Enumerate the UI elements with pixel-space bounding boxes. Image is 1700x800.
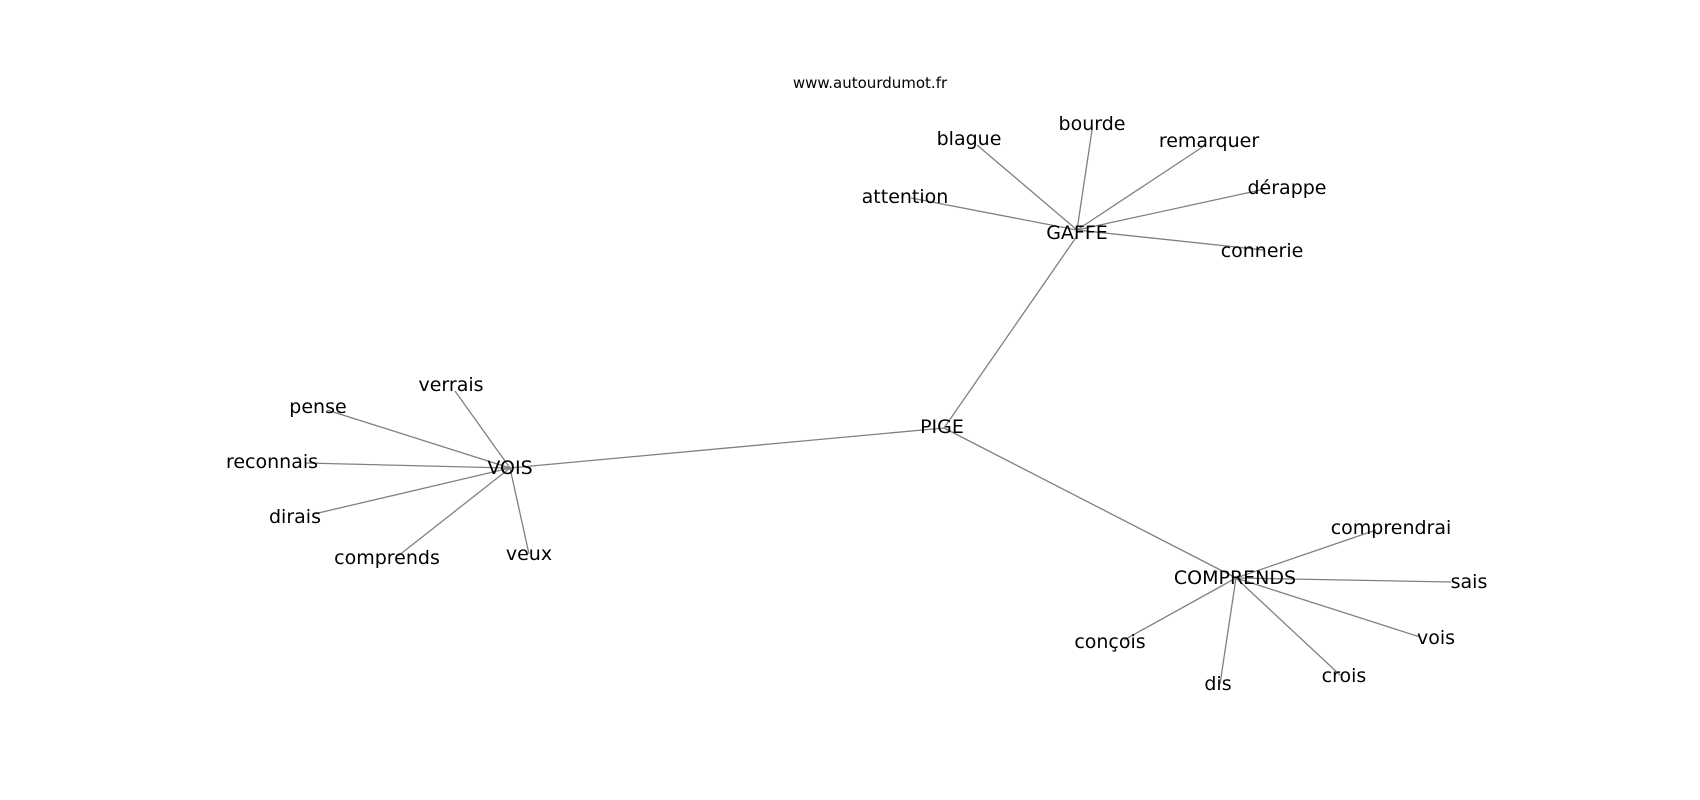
edge-hub-comprends-to-comprends-comprendrai: [1235, 529, 1377, 579]
node-comprends-comprendrai[interactable]: comprendrai: [1331, 517, 1452, 539]
node-hub-comprends[interactable]: COMPRENDS: [1174, 567, 1296, 589]
edge-center-to-hub-gaffe: [943, 235, 1078, 429]
site-watermark: www.autourdumot.fr: [793, 74, 948, 92]
edge-hub-vois-to-vois-pense: [326, 409, 511, 469]
edge-hub-comprends-to-comprends-dis: [1219, 577, 1237, 685]
node-hub-gaffe[interactable]: GAFFE: [1046, 222, 1108, 244]
edge-hub-vois-to-vois-comprends: [397, 467, 511, 557]
node-comprends-crois[interactable]: crois: [1322, 665, 1367, 687]
edge-hub-vois-to-vois-reconnais: [304, 462, 511, 469]
node-gaffe-blague[interactable]: blague: [937, 128, 1002, 150]
node-vois-reconnais[interactable]: reconnais: [226, 451, 318, 473]
node-vois-pense[interactable]: pense: [289, 396, 346, 418]
node-comprends-dis[interactable]: dis: [1204, 673, 1231, 695]
node-center[interactable]: PIGE: [920, 416, 964, 438]
node-gaffe-bourde[interactable]: bourde: [1059, 113, 1126, 135]
edge-hub-comprends-to-comprends-vois: [1235, 577, 1421, 638]
edge-hub-gaffe-to-gaffe-blague: [976, 144, 1078, 231]
node-hub-vois[interactable]: VOIS: [487, 457, 532, 479]
edges-layer: [304, 129, 1452, 685]
edge-hub-vois-to-vois-veux: [509, 467, 530, 555]
edge-center-to-hub-comprends: [943, 427, 1237, 579]
node-comprends-vois[interactable]: vois: [1417, 627, 1455, 649]
node-gaffe-connerie[interactable]: connerie: [1221, 240, 1304, 262]
edge-hub-gaffe-to-gaffe-connerie: [1076, 229, 1265, 251]
edge-hub-comprends-to-comprends-sais: [1235, 577, 1452, 583]
node-comprends-sais[interactable]: sais: [1451, 571, 1488, 593]
node-vois-verrais[interactable]: verrais: [418, 374, 483, 396]
edge-hub-gaffe-to-gaffe-bourde: [1076, 129, 1093, 231]
node-vois-veux[interactable]: veux: [506, 543, 552, 565]
node-gaffe-derappe[interactable]: dérappe: [1247, 177, 1326, 199]
node-vois-dirais[interactable]: dirais: [269, 506, 321, 528]
edge-hub-gaffe-to-gaffe-remarquer: [1076, 145, 1205, 231]
edge-hub-gaffe-to-gaffe-attention: [910, 197, 1078, 231]
edge-hub-comprends-to-comprends-crois: [1235, 577, 1341, 676]
node-comprends-concois[interactable]: conçois: [1074, 631, 1145, 653]
node-vois-comprends[interactable]: comprends: [334, 547, 440, 569]
node-gaffe-remarquer[interactable]: remarquer: [1159, 130, 1260, 152]
edge-hub-vois-to-vois-dirais: [313, 467, 511, 515]
node-gaffe-attention[interactable]: attention: [862, 186, 949, 208]
edge-hub-gaffe-to-gaffe-derappe: [1076, 188, 1266, 231]
edge-center-to-hub-vois: [509, 427, 945, 469]
edge-hub-vois-to-vois-verrais: [454, 390, 511, 469]
edge-hub-comprends-to-comprends-concois: [1123, 577, 1237, 641]
